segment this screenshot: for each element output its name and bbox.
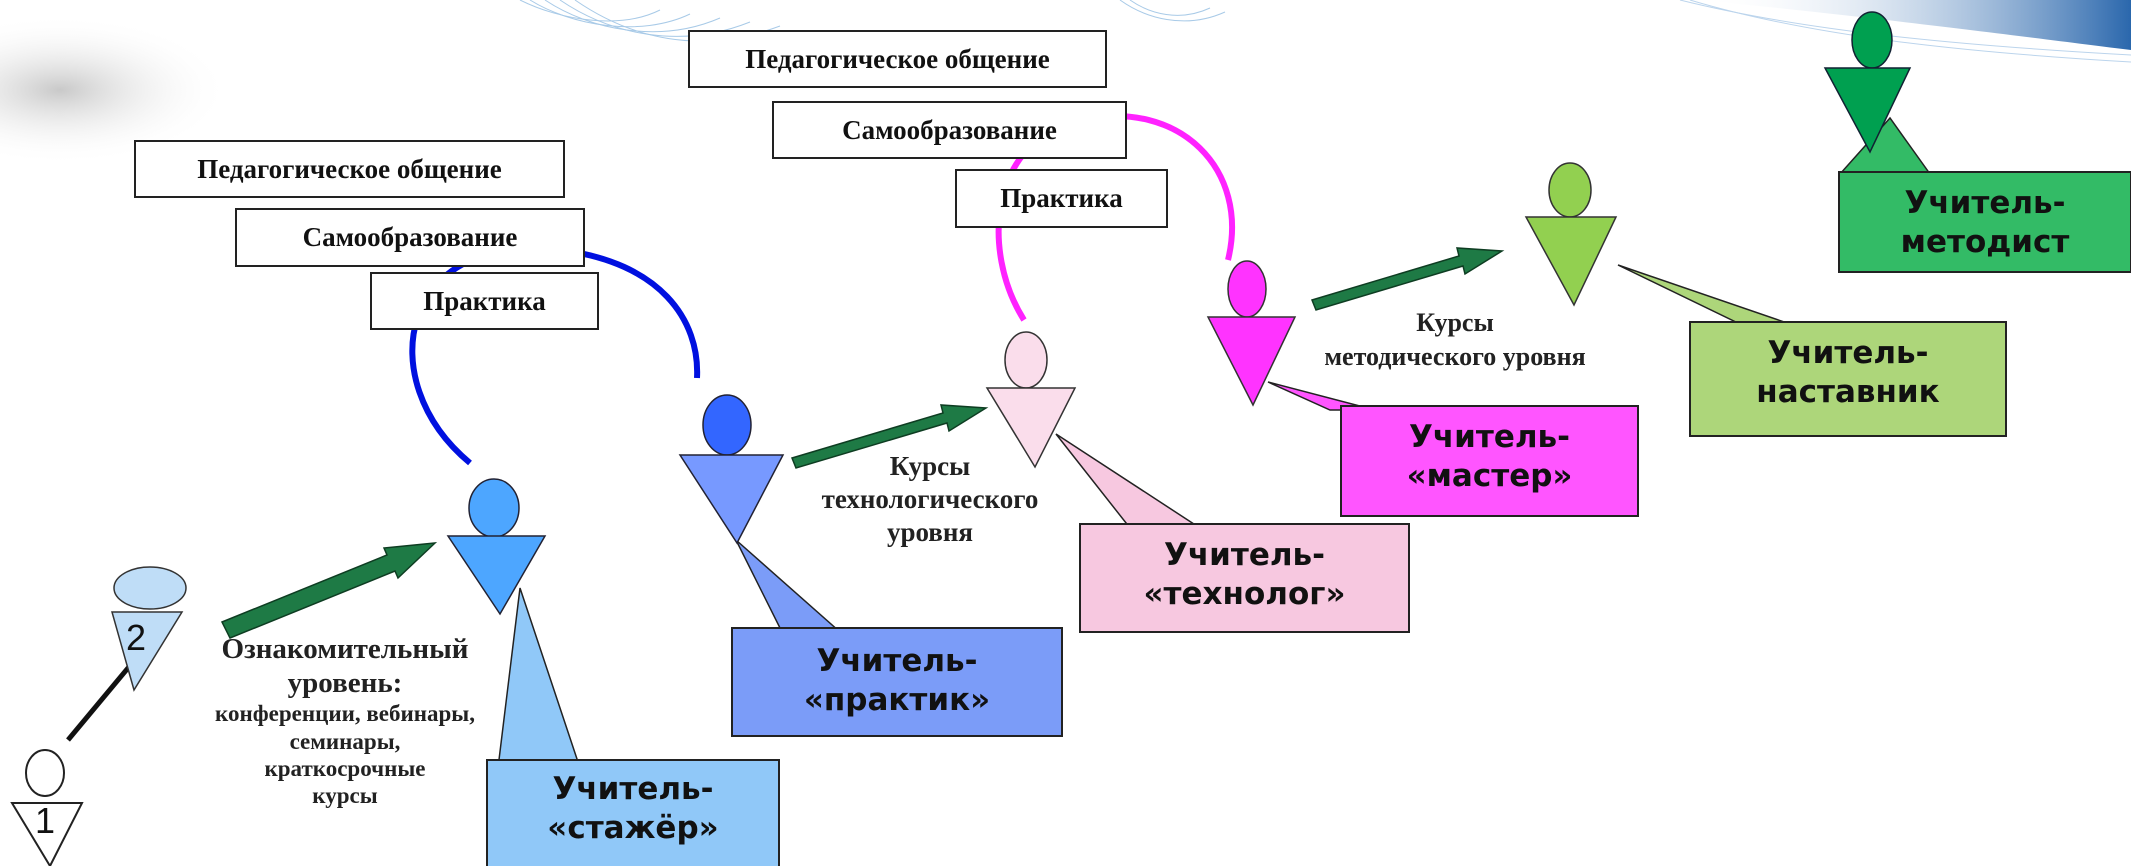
intro-line3: конференции, вебинары, bbox=[215, 701, 475, 727]
technologist-line2: «технолог» bbox=[1143, 575, 1346, 612]
practice-label-1: Практика bbox=[370, 272, 599, 330]
stage2-figure bbox=[111, 566, 187, 692]
methodist-line1: Учитель- bbox=[1904, 185, 2066, 221]
methodist-line2: методист bbox=[1900, 223, 2070, 260]
arrow-to-mentor bbox=[1310, 247, 1505, 311]
courses-tech-line2: технологического bbox=[821, 483, 1039, 514]
intro-line4: семинары, bbox=[289, 728, 401, 754]
arrow-to-intern bbox=[220, 542, 438, 639]
blue-swoosh-decoration bbox=[1700, 0, 2131, 50]
practitioner-line2: «практик» bbox=[803, 681, 991, 718]
courses-tech-line1: Курсы bbox=[889, 451, 971, 481]
stage2-number: 2 bbox=[126, 617, 147, 658]
intro-title-line1: Ознакомительный bbox=[221, 633, 469, 665]
pedagogical-communication-label-2: Педагогическое общение bbox=[688, 30, 1107, 88]
methodist-callout-tail bbox=[1838, 116, 1932, 175]
stage1-number: 1 bbox=[35, 800, 56, 841]
technologist-figure bbox=[985, 331, 1077, 469]
mentor-callout-tail bbox=[1617, 264, 1791, 325]
stage1-figure bbox=[10, 749, 84, 866]
intern-callout-box bbox=[486, 759, 780, 866]
arrow-stage1-to-stage2 bbox=[66, 658, 137, 742]
intro-line5: краткосрочные bbox=[264, 755, 426, 781]
courses-method-line2: методического уровня bbox=[1324, 341, 1586, 371]
mentor-line2: наставник bbox=[1756, 373, 1940, 410]
arrow-to-practitioner bbox=[790, 404, 989, 469]
methodist-callout-box bbox=[1838, 171, 2131, 273]
methodist-figure bbox=[1823, 11, 1912, 154]
practitioner-line1: Учитель- bbox=[816, 643, 978, 679]
master-line1: Учитель- bbox=[1408, 419, 1571, 455]
practice-label-2: Практика bbox=[955, 169, 1168, 228]
technologist-callout-tail bbox=[1055, 433, 1203, 529]
intern-figure bbox=[446, 478, 547, 616]
mentor-callout-text: Учитель- наставник bbox=[1690, 334, 2006, 412]
mentor-callout-box bbox=[1689, 321, 2007, 437]
technologist-line1: Учитель- bbox=[1163, 537, 1326, 573]
intro-level-text: Ознакомительный уровень: конференции, ве… bbox=[185, 632, 505, 809]
courses-tech-line3: уровня bbox=[886, 516, 974, 547]
practitioner-callout-box bbox=[731, 627, 1063, 737]
mentor-line1: Учитель- bbox=[1767, 335, 1929, 371]
intern-line1: Учитель- bbox=[552, 771, 714, 807]
practitioner-figure bbox=[678, 394, 785, 545]
intern-callout-text: Учитель- «стажёр» bbox=[487, 770, 779, 848]
master-callout-text: Учитель- «мастер» bbox=[1341, 418, 1638, 496]
self-education-label-1: Самообразование bbox=[235, 208, 585, 267]
intern-line2: «стажёр» bbox=[547, 809, 719, 846]
courses-method-line1: Курсы bbox=[1416, 308, 1494, 337]
methodist-callout-text: Учитель- методист bbox=[1839, 184, 2131, 262]
practitioner-callout-text: Учитель- «практик» bbox=[732, 642, 1062, 720]
master-line2: «мастер» bbox=[1406, 457, 1573, 494]
master-figure bbox=[1206, 260, 1297, 407]
self-education-label-2: Самообразование bbox=[772, 101, 1127, 159]
mentor-figure bbox=[1524, 162, 1618, 307]
technologist-callout-text: Учитель- «технолог» bbox=[1080, 536, 1409, 614]
practitioner-callout-tail bbox=[735, 539, 842, 633]
gray-glow-decoration bbox=[0, 15, 230, 165]
intern-callout-tail bbox=[497, 587, 582, 769]
courses-methodical-text: Курсы методического уровня bbox=[1290, 306, 1620, 374]
intro-title-line2: уровень: bbox=[287, 667, 403, 700]
intro-line6: курсы bbox=[312, 782, 378, 808]
technologist-callout-box bbox=[1079, 523, 1410, 633]
master-callout-box bbox=[1340, 405, 1639, 517]
pedagogical-communication-label-1: Педагогическое общение bbox=[134, 140, 565, 198]
courses-technological-text: Курсы технологического уровня bbox=[790, 450, 1070, 549]
